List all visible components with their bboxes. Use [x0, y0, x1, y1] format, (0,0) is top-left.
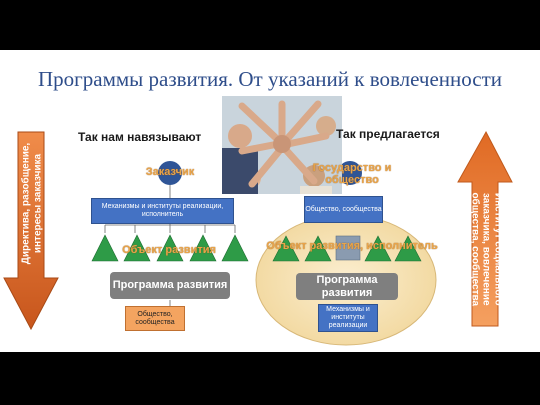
right-triangle-3 — [364, 235, 392, 262]
left-program-box: Программа развития — [110, 272, 230, 299]
left-subhead: Так нам навязывают — [78, 130, 202, 144]
left-connectors — [104, 185, 236, 306]
slide: Программы развития. От указаний к вовлеч… — [0, 50, 540, 352]
left-object-label: Объект развития — [122, 244, 216, 256]
customer-label: Заказчик — [145, 166, 195, 178]
right-up-arrow — [457, 130, 513, 327]
right-program-box: Программа развития — [296, 273, 398, 300]
right-subhead: Так предлагается — [336, 127, 440, 141]
right-triangle-4 — [394, 235, 422, 262]
right-object-label: Объект развития, исполнитель — [266, 240, 438, 252]
right-triangle-1 — [272, 235, 300, 262]
right-arrow-text: Институт социального заказчика, вовлечен… — [469, 192, 504, 307]
executor-square — [335, 235, 361, 261]
left-triangle-5 — [221, 234, 249, 262]
left-down-arrow — [3, 131, 59, 331]
left-mechanisms-box: Механизмы и институты реализации, исполн… — [91, 198, 234, 224]
slide-title: Программы развития. От указаний к вовлеч… — [37, 67, 503, 91]
right-triangles — [272, 235, 422, 262]
state-label: Государство и общество — [312, 162, 392, 186]
right-society-box: Общество, сообщества — [304, 196, 383, 223]
diagram-canvas — [3, 130, 513, 346]
photo-hands-team-icon — [222, 96, 342, 194]
left-triangle-2 — [123, 234, 151, 262]
photo-hands-team — [222, 96, 342, 194]
left-society-box: Общество, сообщества — [125, 306, 185, 331]
left-triangle-1 — [91, 234, 119, 262]
left-triangle-3 — [156, 234, 184, 262]
state-node — [338, 161, 362, 185]
left-triangles — [91, 234, 249, 262]
right-mechanisms-box: Механизмы и институты реализации — [318, 304, 378, 332]
right-triangle-2 — [304, 235, 332, 262]
left-arrow-text: Директива, разобщение, интересы заказчик… — [20, 142, 44, 265]
customer-node — [158, 161, 182, 185]
left-triangle-4 — [189, 234, 217, 262]
